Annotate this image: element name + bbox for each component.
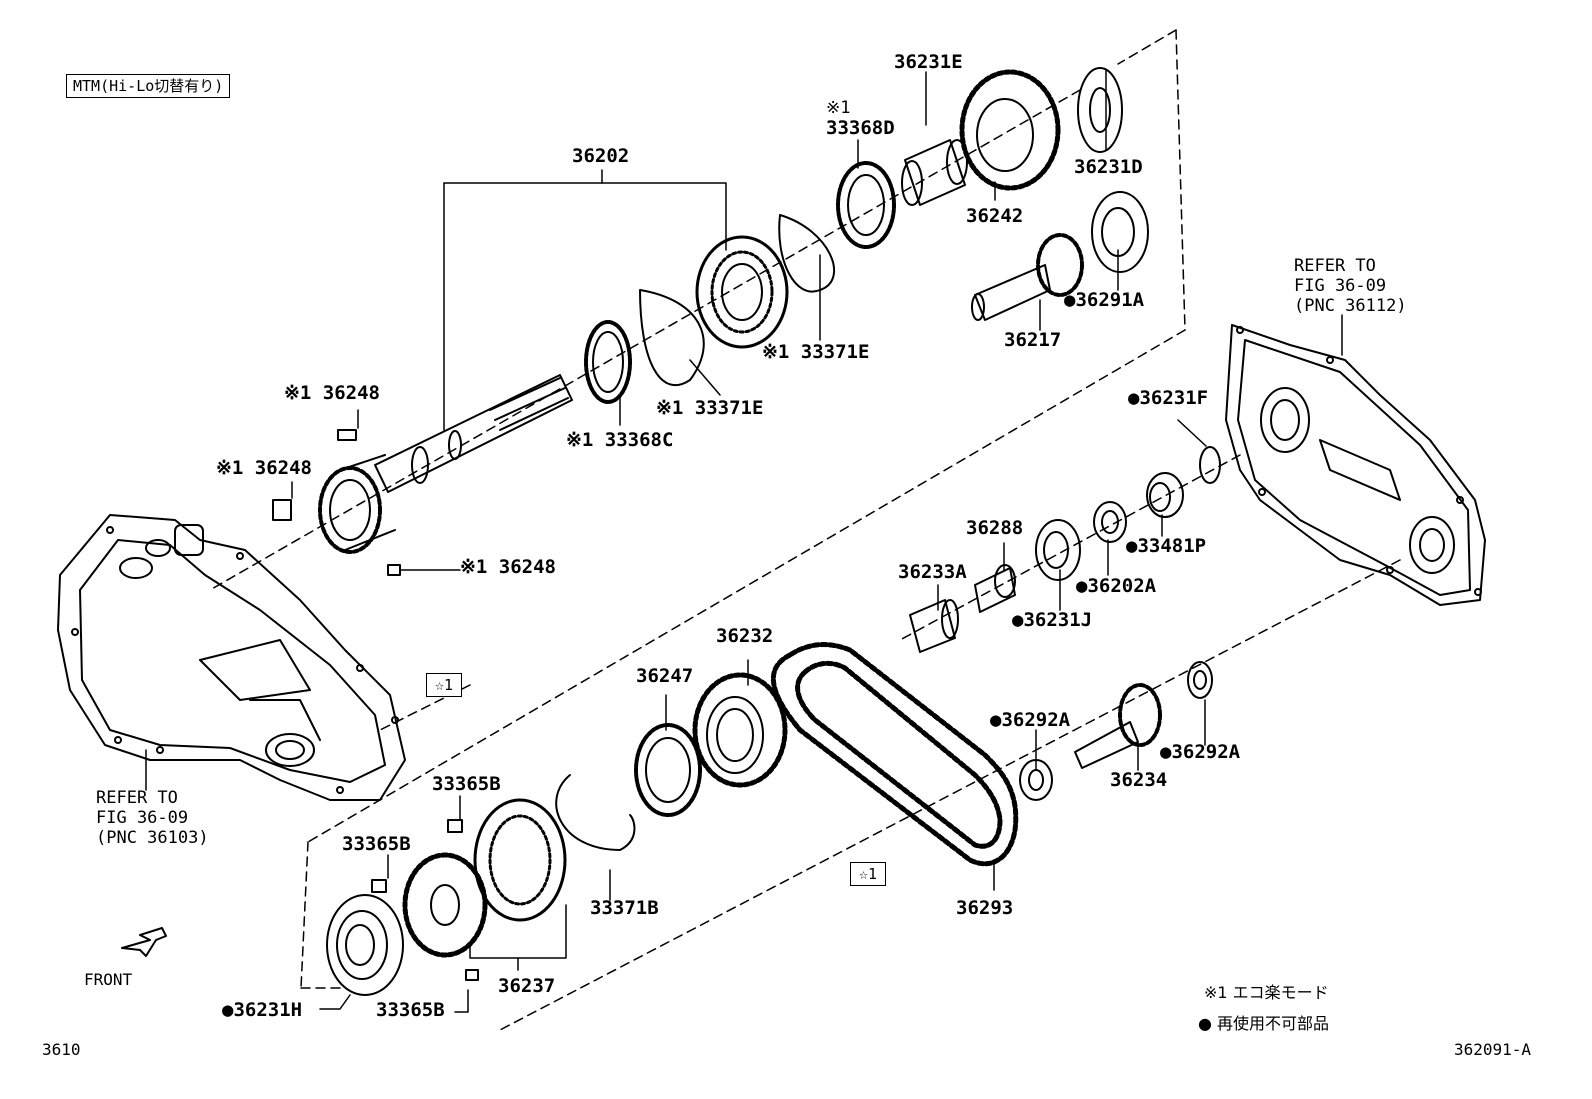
nut-36202A xyxy=(1093,501,1127,543)
label-33368C: ※1 33368C xyxy=(566,429,674,451)
label-36232: 36232 xyxy=(716,625,774,647)
label-33371E-a: ※1 33371E xyxy=(762,341,870,363)
shaft-36234 xyxy=(1074,683,1162,769)
bearing-36231J xyxy=(1035,519,1081,581)
label-36202A: ●36202A xyxy=(1076,575,1157,597)
label-36231H: ●36231H xyxy=(222,999,303,1021)
label-33368D-mark: ※1 xyxy=(826,98,851,118)
gear-lower xyxy=(402,852,488,958)
label-33365B-b: 33365B xyxy=(342,833,411,855)
fig-code: 3610 xyxy=(42,1040,81,1059)
legend-eco-mode: ※1 エコ楽モード xyxy=(1204,983,1329,1002)
label-36231E: 36231E xyxy=(894,51,963,73)
sync-ring-33368D xyxy=(836,161,896,249)
gear-36242 xyxy=(959,69,1061,191)
label-36202: 36202 xyxy=(572,145,630,167)
sync-ring-33368C xyxy=(584,320,632,404)
label-33365B-c: 33365B xyxy=(376,999,445,1021)
star-box-bottom: ☆1 xyxy=(850,862,886,886)
label-36248-c: ※1 36248 xyxy=(460,556,556,578)
label-36288: 36288 xyxy=(966,517,1024,539)
front-label: FRONT xyxy=(84,970,133,989)
main-shaft-36202 xyxy=(374,374,573,493)
front-arrow-icon xyxy=(121,927,167,957)
snap-ring-33371E-b xyxy=(778,214,836,293)
label-36217: 36217 xyxy=(1004,329,1062,351)
key-33365B-b xyxy=(371,879,387,893)
label-36231F: ●36231F xyxy=(1128,387,1209,409)
key-33365B-c xyxy=(465,969,479,981)
illustration-code: 362091-A xyxy=(1454,1040,1532,1059)
label-36231D: 36231D xyxy=(1074,156,1143,178)
clip-36231F xyxy=(1199,446,1221,484)
refer-note-right: REFER TO FIG 36-09 (PNC 36112) xyxy=(1294,256,1407,316)
chain-36293 xyxy=(770,642,1019,867)
label-36248-a: ※1 36248 xyxy=(284,382,380,404)
legend-non-reusable: ● 再使用不可部品 xyxy=(1198,1014,1330,1033)
key-36248-a xyxy=(337,429,357,441)
label-36292A-a: ●36292A xyxy=(990,709,1071,731)
bearing-36292A-a xyxy=(1019,759,1053,801)
variant-box: MTM(Hi-Lo切替有り) xyxy=(66,74,231,98)
right-cover-housing xyxy=(1225,324,1486,606)
snap-ring-33371B xyxy=(555,774,636,851)
key-33365B-a xyxy=(447,819,463,833)
gear-36232 xyxy=(692,672,788,788)
label-36237: 36237 xyxy=(498,975,556,997)
hub-sleeve-36202 xyxy=(695,235,789,349)
needle-bearing-36233A xyxy=(909,599,959,653)
hub-sleeve-36237 xyxy=(473,798,567,922)
bushing-36288 xyxy=(974,564,1016,613)
assembly-dashed-outline xyxy=(209,29,1401,1031)
input-gear xyxy=(318,454,396,554)
bearing-36291A xyxy=(1091,191,1149,273)
sync-ring-36247 xyxy=(634,723,702,817)
label-36293: 36293 xyxy=(956,897,1014,919)
star-box-left: ☆1 xyxy=(426,673,462,697)
label-36292A-b: ●36292A xyxy=(1160,741,1241,763)
label-36291A: ●36291A xyxy=(1064,289,1145,311)
needle-bearing-36231E xyxy=(901,139,968,206)
key-36248-b xyxy=(272,499,292,521)
label-33371E-b: ※1 33371E xyxy=(656,397,764,419)
label-36247: 36247 xyxy=(636,665,694,687)
label-36234: 36234 xyxy=(1110,769,1168,791)
sleeve-33481P xyxy=(1146,472,1184,518)
label-36231J: ●36231J xyxy=(1012,609,1093,631)
output-shaft-36217 xyxy=(971,233,1084,321)
label-33371B: 33371B xyxy=(590,897,659,919)
label-33365B-a: 33365B xyxy=(432,773,501,795)
refer-note-left: REFER TO FIG 36-09 (PNC 36103) xyxy=(96,788,209,848)
label-36248-b: ※1 36248 xyxy=(216,457,312,479)
label-33368D: 33368D xyxy=(826,117,895,139)
label-36242: 36242 xyxy=(966,205,1024,227)
snap-ring-33371E-a xyxy=(639,289,705,387)
key-36248-c xyxy=(387,564,401,576)
label-36233A: 36233A xyxy=(898,561,967,583)
bearing-36292A-b xyxy=(1187,661,1213,699)
washer-36231D xyxy=(1077,67,1123,153)
left-case-housing xyxy=(57,514,406,801)
bearing-36231H xyxy=(326,894,404,996)
label-33481P: ●33481P xyxy=(1126,535,1207,557)
